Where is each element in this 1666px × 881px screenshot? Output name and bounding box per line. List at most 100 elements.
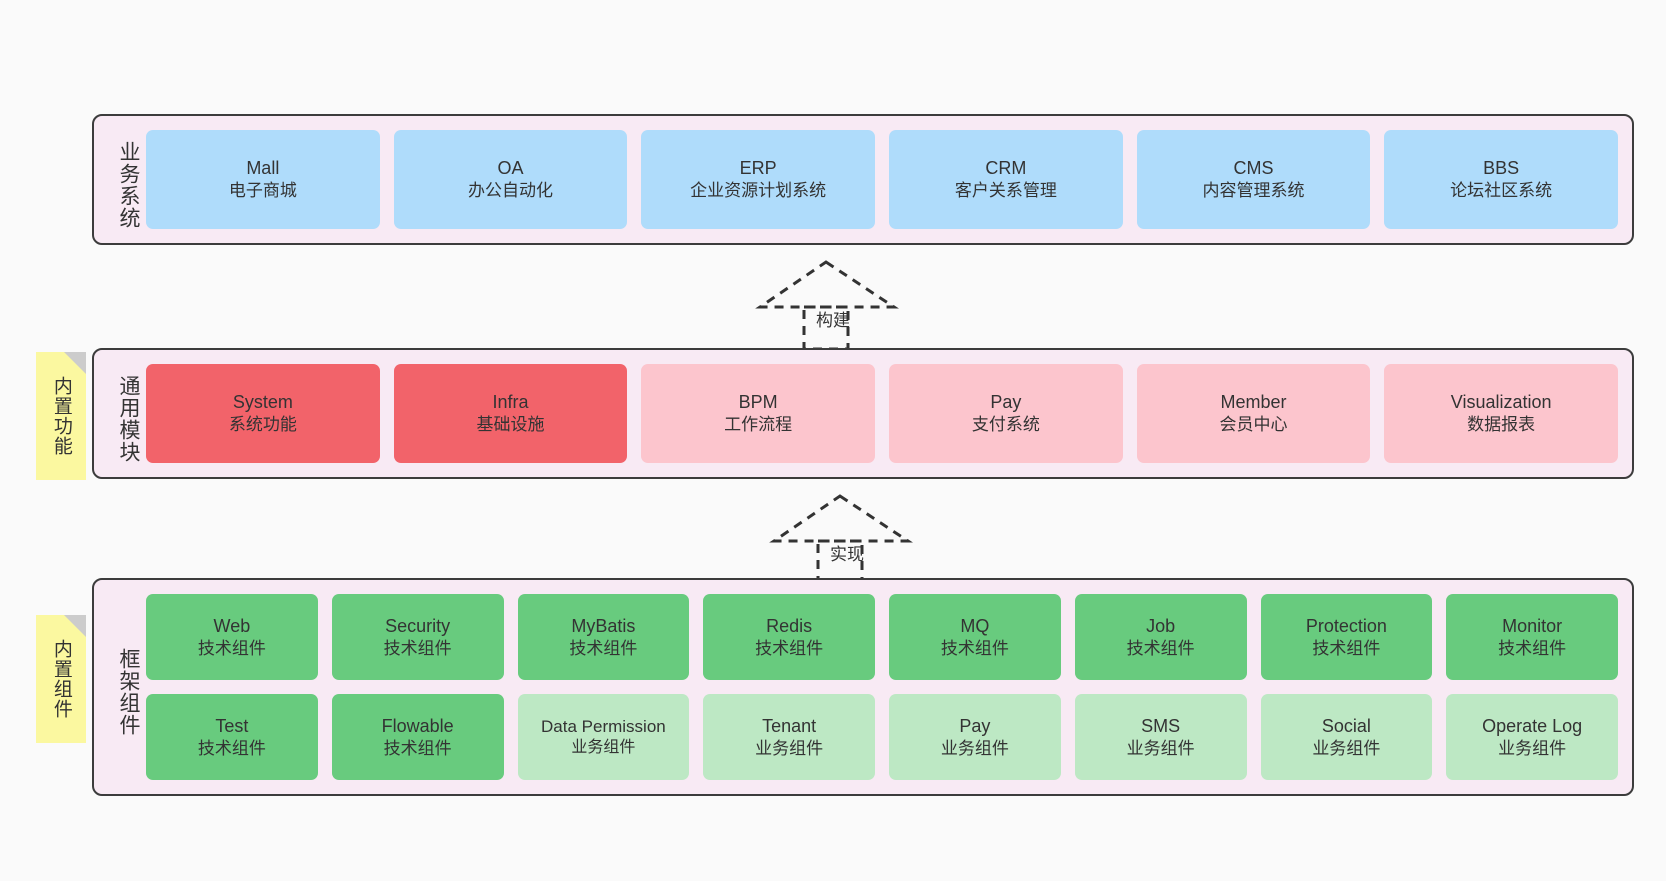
card-subtitle: 技术组件: [1498, 638, 1567, 658]
card-subtitle: 工作流程: [724, 415, 793, 435]
card-title: Test: [215, 715, 249, 736]
generalization-arrowhead: [755, 260, 899, 309]
connector-implement: 实现: [769, 494, 924, 585]
card-title: BBS: [1483, 158, 1520, 179]
card-infra[interactable]: Infra 基础设施: [393, 364, 628, 463]
card-mybatis[interactable]: MyBatis 技术组件: [517, 594, 690, 680]
card-oa[interactable]: OA 办公自动化: [393, 130, 628, 229]
connector-build: 构建: [755, 260, 910, 351]
card-mall[interactable]: Mall 电子商城: [146, 130, 380, 229]
card-redis[interactable]: Redis 技术组件: [703, 594, 875, 680]
card-subtitle: 业务组件: [1312, 738, 1381, 758]
card-subtitle: 技术组件: [197, 638, 266, 658]
card-title: Flowable: [381, 715, 454, 736]
card-subtitle: 业务组件: [755, 738, 824, 758]
connector-build-label: 构建: [816, 311, 850, 330]
card-pay[interactable]: Pay 支付系统: [889, 364, 1123, 463]
card-title: Protection: [1305, 615, 1387, 636]
card-subtitle: 电子商城: [228, 181, 297, 201]
folded-corner-icon: [64, 615, 86, 637]
card-title: Security: [385, 615, 451, 636]
card-subtitle: 业务组件: [1498, 738, 1567, 758]
card-title: SMS: [1141, 715, 1181, 736]
card-subtitle: 技术组件: [755, 638, 824, 658]
card-job[interactable]: Job 技术组件: [1074, 594, 1247, 680]
card-subtitle: 论坛社区系统: [1450, 181, 1553, 201]
card-subtitle: 基础设施: [476, 415, 545, 435]
card-crm[interactable]: CRM 客户关系管理: [889, 130, 1123, 229]
card-security[interactable]: Security 技术组件: [331, 594, 504, 680]
card-title: OA: [497, 158, 524, 179]
card-monitor[interactable]: Monitor 技术组件: [1446, 594, 1618, 680]
card-title: Infra: [492, 392, 529, 413]
card-bpm[interactable]: BPM 工作流程: [641, 364, 875, 463]
card-bbs[interactable]: BBS 论坛社区系统: [1384, 130, 1618, 229]
card-title: System: [232, 392, 293, 413]
layer-common-modules: 通用模块 System 系统功能 Infra 基础设施 BPM 工作流程 Pay…: [92, 348, 1634, 479]
card-title: Redis: [766, 615, 813, 636]
layer-framework-components: 框架组件 Web 技术组件 Security 技术组件 MyBatis 技术组件…: [92, 578, 1634, 796]
card-subtitle: 技术组件: [383, 638, 452, 658]
framework-components-card-grid: Web 技术组件 Security 技术组件 MyBatis 技术组件 Redi…: [140, 580, 1632, 794]
connector-shaft: [802, 305, 850, 351]
card-title: Operate Log: [1482, 715, 1583, 736]
card-subtitle: 数据报表: [1467, 415, 1536, 435]
card-subtitle: 技术组件: [1126, 638, 1195, 658]
card-subtitle: 技术组件: [940, 638, 1009, 658]
card-mq[interactable]: MQ 技术组件: [889, 594, 1061, 680]
card-subtitle: 客户关系管理: [954, 181, 1057, 201]
card-title: Visualization: [1450, 392, 1552, 413]
card-sms[interactable]: SMS 业务组件: [1074, 694, 1247, 780]
card-title: ERP: [739, 158, 777, 179]
connector-implement-label: 实现: [830, 545, 864, 564]
common-modules-card-grid: System 系统功能 Infra 基础设施 BPM 工作流程 Pay 支付系统…: [140, 350, 1632, 477]
card-subtitle: 业务组件: [571, 738, 636, 756]
card-subtitle: 办公自动化: [467, 181, 553, 201]
card-subtitle: 业务组件: [940, 738, 1009, 758]
card-system[interactable]: System 系统功能: [146, 364, 380, 463]
card-operate-log[interactable]: Operate Log 业务组件: [1446, 694, 1618, 780]
card-pay-business[interactable]: Pay 业务组件: [889, 694, 1061, 780]
card-flowable[interactable]: Flowable 技术组件: [331, 694, 504, 780]
sticky-note-builtin-components: 内置组件: [36, 615, 86, 743]
card-title: Social: [1321, 715, 1371, 736]
sticky-note-builtin-features: 内置功能: [36, 352, 86, 480]
card-cms[interactable]: CMS 内容管理系统: [1136, 130, 1371, 229]
card-title: Web: [213, 615, 251, 636]
card-subtitle: 内容管理系统: [1202, 181, 1305, 201]
card-protection[interactable]: Protection 技术组件: [1260, 594, 1433, 680]
card-visualization[interactable]: Visualization 数据报表: [1384, 364, 1618, 463]
layer-business-systems: 业务系统 Mall 电子商城 OA 办公自动化 ERP 企业资源计划系统 CRM…: [92, 114, 1634, 245]
card-subtitle: 业务组件: [1126, 738, 1195, 758]
card-title: MyBatis: [571, 615, 636, 636]
card-subtitle: 技术组件: [569, 638, 638, 658]
card-title: Job: [1146, 615, 1176, 636]
card-web[interactable]: Web 技术组件: [146, 594, 318, 680]
card-title: MQ: [960, 615, 990, 636]
card-subtitle: 企业资源计划系统: [690, 181, 827, 201]
layer-title-business-systems: 业务系统: [117, 140, 140, 229]
card-title: BPM: [738, 392, 778, 413]
card-data-permission[interactable]: Data Permission 业务组件: [517, 694, 690, 780]
generalization-arrowhead: [769, 494, 913, 543]
card-subtitle: 技术组件: [1312, 638, 1381, 658]
card-title: Data Permission: [541, 717, 666, 737]
card-title: Pay: [990, 392, 1022, 413]
card-title: CMS: [1233, 158, 1274, 179]
card-erp[interactable]: ERP 企业资源计划系统: [641, 130, 875, 229]
card-social[interactable]: Social 业务组件: [1260, 694, 1433, 780]
card-subtitle: 技术组件: [197, 738, 266, 758]
card-tenant[interactable]: Tenant 业务组件: [703, 694, 875, 780]
card-test[interactable]: Test 技术组件: [146, 694, 318, 780]
connector-shaft: [816, 539, 864, 585]
card-title: Mall: [246, 158, 280, 179]
card-title: Monitor: [1502, 615, 1563, 636]
card-subtitle: 系统功能: [228, 415, 297, 435]
card-subtitle: 会员中心: [1219, 415, 1288, 435]
card-subtitle: 支付系统: [971, 415, 1040, 435]
layer-title-common-modules: 通用模块: [117, 374, 140, 463]
card-member[interactable]: Member 会员中心: [1136, 364, 1371, 463]
card-title: CRM: [985, 158, 1027, 179]
card-subtitle: 技术组件: [383, 738, 452, 758]
